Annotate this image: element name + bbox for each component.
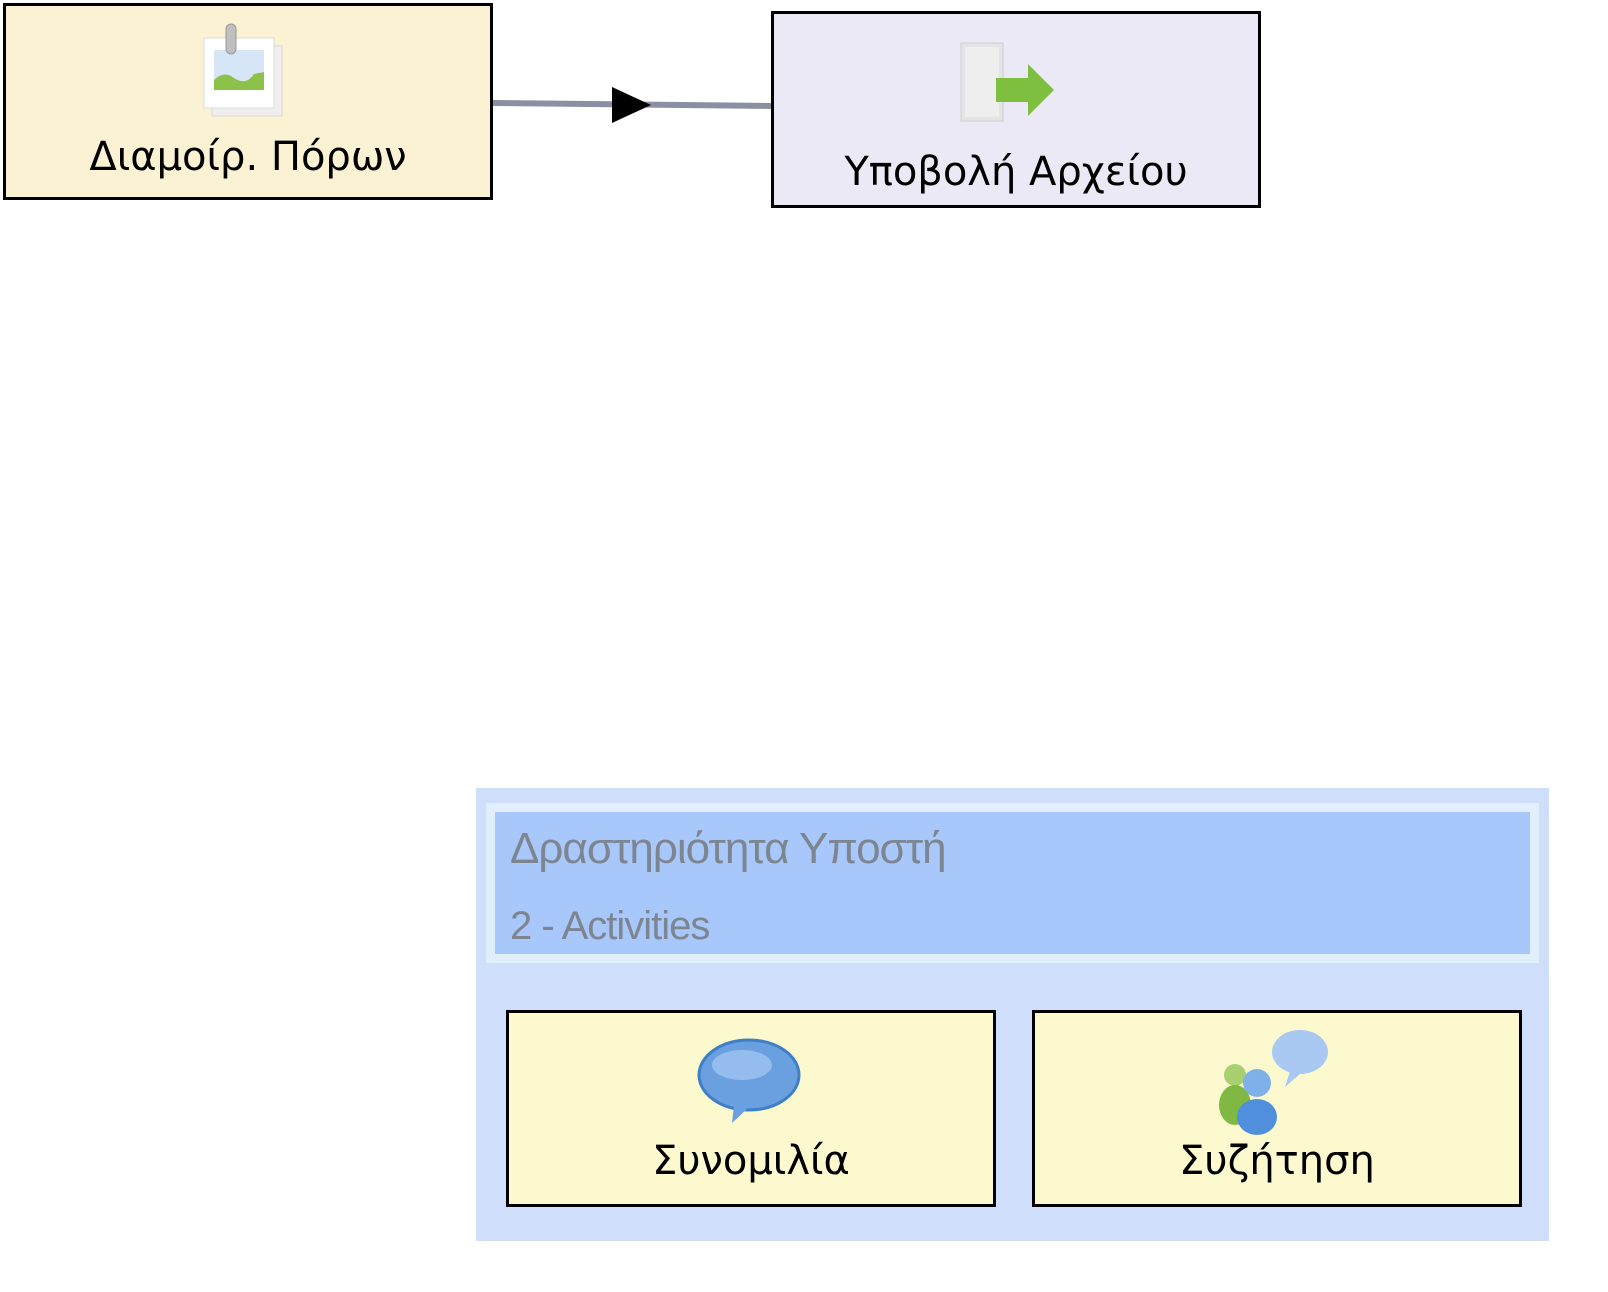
activity-group[interactable]: Δραστηριότητα Υποστή 2 - Activities Συνο… <box>476 788 1549 1241</box>
activity-node-resource-sharing[interactable]: Διαμοίρ. Πόρων <box>3 3 493 200</box>
resource-sharing-icon <box>203 23 283 117</box>
node-label: Διαμοίρ. Πόρων <box>89 134 407 180</box>
group-header-frame: Δραστηριότητα Υποστή 2 - Activities <box>486 803 1539 963</box>
group-subtitle: 2 - Activities <box>510 904 710 948</box>
chat-bubble-icon <box>697 1038 801 1123</box>
activity-node-chat[interactable]: Συνομιλία <box>506 1010 996 1207</box>
edge-arrowhead <box>612 87 651 123</box>
node-label: Συζήτηση <box>1179 1138 1375 1184</box>
forum-discussion-icon <box>1219 1030 1328 1135</box>
group-title: Δραστηριότητα Υποστή <box>510 824 947 873</box>
edge-n1-n2[interactable] <box>0 0 1608 300</box>
node-label: Υποβολή Αρχείου <box>844 149 1188 195</box>
node-label: Συνομιλία <box>652 1138 850 1184</box>
file-submit-icon <box>960 42 1054 122</box>
activity-node-discussion[interactable]: Συζήτηση <box>1032 1010 1522 1207</box>
group-header: Δραστηριότητα Υποστή 2 - Activities <box>495 812 1530 954</box>
activity-node-file-submit[interactable]: Υποβολή Αρχείου <box>771 11 1261 208</box>
